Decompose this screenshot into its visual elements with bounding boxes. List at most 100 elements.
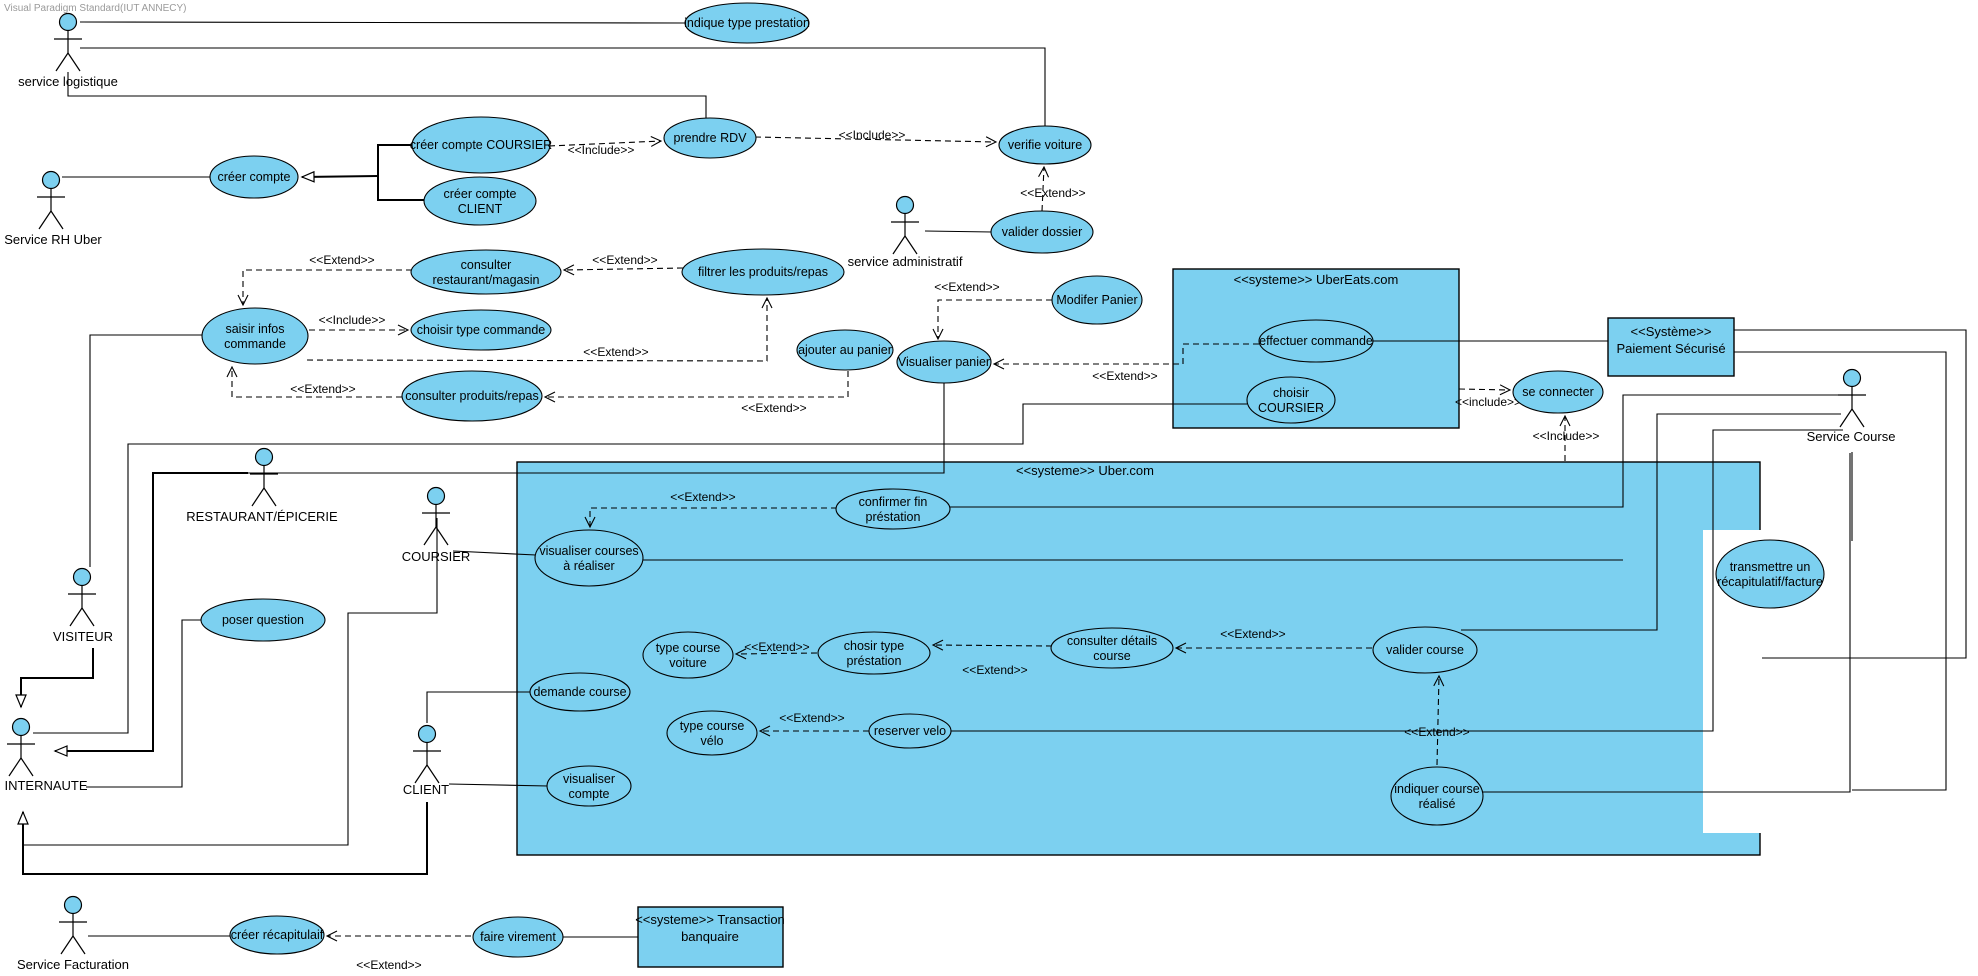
edge-client-demande-course[interactable] xyxy=(426,691,531,723)
label-include-lc: <<include>> xyxy=(1455,395,1521,409)
edge-visiteur-saisir-infos[interactable] xyxy=(89,334,203,567)
system-box-transaction[interactable]: <<systeme>> Transaction banquaire xyxy=(635,906,785,968)
actor-service-administratif[interactable]: service administratif xyxy=(848,195,963,270)
actor-service-rh-uber[interactable]: Service RH Uber xyxy=(4,170,102,248)
actor-internaute[interactable]: INTERNAUTE xyxy=(4,717,88,794)
edge-include-ubereats-se-connecter[interactable] xyxy=(1458,384,1512,396)
edge-extend-produits-saisir[interactable] xyxy=(226,365,402,398)
usecase-consulter-produits-repas[interactable]: consulter produits/repas xyxy=(401,370,543,422)
usecase-label: filtrer les produits/repas xyxy=(698,265,828,279)
system-box-transaction-title-line2: banquaire xyxy=(681,929,739,944)
usecase-reserver-velo[interactable]: reserver velo xyxy=(868,713,952,749)
usecase-visualiser-compte[interactable]: visualiser compte xyxy=(546,765,632,807)
usecase-choisir-coursier[interactable]: choisir COURSIER xyxy=(1246,376,1336,424)
edge-internaute-poser-question[interactable] xyxy=(86,619,202,788)
edge-choisir-coursier-internaute[interactable] xyxy=(33,403,1247,734)
edge-extend-indiquer-valider[interactable] xyxy=(1433,674,1445,766)
usecase-saisir-infos-commande[interactable]: saisir infos commande xyxy=(201,307,309,365)
system-box-paiement[interactable]: <<Système>> Paiement Sécurisé xyxy=(1607,317,1735,377)
edge-paiement-right-bus-1[interactable] xyxy=(1734,329,1967,659)
actor-coursier[interactable]: COURSIER xyxy=(402,486,471,565)
edge-generalization-restaurant-internaute[interactable] xyxy=(53,472,248,757)
actor-service-logistique[interactable]: service logistique xyxy=(18,12,118,90)
edge-coursier-vis-courses[interactable] xyxy=(452,550,537,556)
actor-service-course[interactable]: Service Course xyxy=(1807,368,1896,445)
actor-label: Service Course xyxy=(1807,429,1896,444)
usecase-label: Visualiser panier xyxy=(898,355,990,369)
edge-extend-modifer-visualiser[interactable] xyxy=(932,299,1052,341)
usecase-modifer-panier[interactable]: Modifer Panier xyxy=(1051,275,1143,325)
usecase-confirmer-fin-prestation[interactable]: confirmer fin préstation xyxy=(835,488,951,530)
usecase-prendre-rdv[interactable]: prendre RDV xyxy=(663,117,757,159)
usecase-indique-type-prestation[interactable]: indique type prestation xyxy=(684,2,810,44)
label-include-4: <<Include>> xyxy=(1533,429,1600,443)
usecase-label: consulter détails xyxy=(1067,634,1157,648)
usecase-label: chosir type xyxy=(844,639,904,653)
usecase-creer-compte-client[interactable]: créer compte CLIENT xyxy=(423,176,537,226)
edge-logistique-indique[interactable] xyxy=(79,21,687,24)
usecase-label: indique type prestation xyxy=(684,16,810,30)
edge-confirmer-service-course[interactable] xyxy=(949,394,1839,508)
edge-admin-valider-dossier[interactable] xyxy=(924,230,993,233)
usecase-creer-compte[interactable]: créer compte xyxy=(209,155,299,199)
usecase-transmettre-recapitulatif[interactable]: transmettre un récapitulatif/facture xyxy=(1715,539,1825,609)
edge-logistique-verifie-voiture[interactable] xyxy=(80,47,1046,126)
actor-service-facturation[interactable]: Service Facturation xyxy=(17,895,129,973)
usecase-effectuer-commande[interactable]: effectuer commande xyxy=(1258,319,1374,363)
usecase-chosir-type-prestation[interactable]: chosir type préstation xyxy=(817,631,931,675)
usecase-poser-question[interactable]: poser question xyxy=(200,598,326,642)
actor-visiteur[interactable]: VISITEUR xyxy=(53,567,113,645)
edge-extend-filtrer-consulter[interactable] xyxy=(562,264,684,276)
actor-client[interactable]: CLIENT xyxy=(403,724,449,798)
usecase-label: ajouter au panier xyxy=(798,343,892,357)
edge-include-rdv-verifie[interactable] xyxy=(754,136,998,148)
usecase-faire-virement[interactable]: faire virement xyxy=(472,916,564,958)
usecase-indiquer-course-realise[interactable]: indiquer course réalisé xyxy=(1390,766,1484,826)
usecase-demande-course[interactable]: demande course xyxy=(529,672,631,712)
edge-paiement-right-bus-2[interactable] xyxy=(1734,351,1947,791)
usecase-label: visualiser xyxy=(563,772,615,786)
usecase-ajouter-au-panier[interactable]: ajouter au panier xyxy=(796,329,894,371)
usecase-choisir-type-commande[interactable]: choisir type commande xyxy=(410,309,552,351)
edge-generalization-creer-compte[interactable] xyxy=(300,170,379,183)
usecase-se-connecter[interactable]: se connecter xyxy=(1512,370,1604,414)
actor-label: VISITEUR xyxy=(53,629,113,644)
edge-reserver-velo-service-course[interactable] xyxy=(950,429,1843,732)
usecase-valider-dossier[interactable]: valider dossier xyxy=(990,210,1094,254)
edge-generalization-visiteur-internaute[interactable] xyxy=(15,648,94,709)
edge-extend-ajouter-produits[interactable] xyxy=(543,371,849,403)
edge-extend-saisir-filtrer[interactable] xyxy=(306,296,773,362)
usecase-label: consulter xyxy=(461,258,512,272)
edge-visualiser-panier-restaurant[interactable] xyxy=(248,383,945,474)
edge-extend-consulter-saisir[interactable] xyxy=(237,269,412,307)
usecase-visualiser-panier[interactable]: Visualiser panier xyxy=(896,340,992,384)
edge-generalization-bus-creer-compte[interactable] xyxy=(377,144,424,201)
edge-valider-course-service-course[interactable] xyxy=(1461,413,1841,631)
edge-include-coursier-rdv[interactable] xyxy=(548,135,663,147)
usecase-label: transmettre un xyxy=(1730,560,1811,574)
edge-coursier-internaute[interactable] xyxy=(22,518,438,846)
edge-logistique-prendre-rdv[interactable] xyxy=(67,72,707,118)
usecase-consulter-details-course[interactable]: consulter détails course xyxy=(1050,627,1174,669)
edge-extend-dossier-verifie[interactable] xyxy=(1038,165,1050,212)
edge-extend-chosir-voiture[interactable] xyxy=(734,648,818,660)
usecase-type-course-voiture[interactable]: type course voiture xyxy=(642,631,734,679)
usecase-label: créer compte xyxy=(218,170,291,184)
usecase-label: course xyxy=(1093,649,1131,663)
actor-restaurant-epicerie[interactable]: RESTAURANT/ÉPICERIE xyxy=(186,447,338,525)
usecase-visualiser-courses[interactable]: visualiser courses à réaliser xyxy=(534,529,644,587)
usecase-consulter-restaurant-magasin[interactable]: consulter restaurant/magasin xyxy=(410,249,562,295)
usecase-creer-compte-coursier[interactable]: créer compte COURSIER xyxy=(410,116,552,174)
usecase-creer-recapitulaif[interactable]: créer récapitulaif xyxy=(229,915,325,955)
usecase-label: consulter produits/repas xyxy=(405,389,538,403)
edge-generalization-client-internaute[interactable] xyxy=(17,802,428,875)
edge-indiquer-service-course[interactable] xyxy=(1482,453,1851,793)
usecase-type-course-velo[interactable]: type course vélo xyxy=(666,710,758,756)
edge-extend-confirmer-vis-courses[interactable] xyxy=(584,507,837,529)
usecase-filtrer-produits[interactable]: filtrer les produits/repas xyxy=(681,248,845,296)
usecase-verifie-voiture[interactable]: verifie voiture xyxy=(998,125,1092,165)
edge-extend-effectuer-visualiser[interactable] xyxy=(992,343,1259,370)
usecase-valider-course[interactable]: valider course xyxy=(1372,626,1478,674)
edge-client-visualiser-compte[interactable] xyxy=(448,783,549,787)
usecase-label: verifie voiture xyxy=(1008,138,1082,152)
